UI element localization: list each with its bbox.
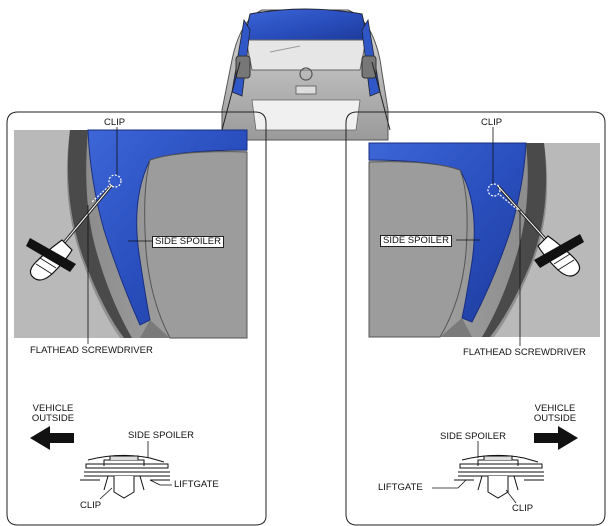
left-vehicle-outside-label: VEHICLE OUTSIDE bbox=[28, 404, 78, 424]
right-vehicle-outside-line1: VEHICLE bbox=[534, 403, 576, 414]
right-screwdriver-label: FLATHEAD SCREWDRIVER bbox=[463, 347, 586, 358]
right-vehicle-outside-line2: OUTSIDE bbox=[533, 413, 577, 424]
right-section-clip-label: CLIP bbox=[512, 503, 534, 514]
left-side-spoiler-label: SIDE SPOILER bbox=[152, 236, 224, 248]
left-panel-frame bbox=[6, 111, 267, 526]
right-vehicle-outside-label: VEHICLE OUTSIDE bbox=[530, 404, 580, 424]
left-vehicle-outside-line2: OUTSIDE bbox=[31, 413, 75, 424]
right-section-liftgate-label: LIFTGATE bbox=[378, 482, 423, 493]
left-cross-section bbox=[30, 426, 172, 500]
right-side-spoiler-label: SIDE SPOILER bbox=[380, 235, 452, 247]
left-clip-label: CLIP bbox=[104, 117, 126, 128]
left-photo bbox=[14, 129, 248, 339]
left-vehicle-outside-line1: VEHICLE bbox=[32, 403, 74, 414]
left-section-spoiler-label: SIDE SPOILER bbox=[128, 430, 194, 441]
left-screwdriver-label: FLATHEAD SCREWDRIVER bbox=[30, 345, 153, 356]
right-photo bbox=[368, 142, 600, 338]
car-rear-view bbox=[221, 8, 391, 141]
right-clip-label: CLIP bbox=[481, 117, 503, 128]
left-section-liftgate-label: LIFTGATE bbox=[174, 479, 219, 490]
left-section-clip-label: CLIP bbox=[80, 500, 102, 511]
right-panel-frame bbox=[345, 111, 606, 526]
right-cross-section bbox=[432, 426, 578, 504]
right-section-spoiler-label: SIDE SPOILER bbox=[440, 431, 506, 442]
